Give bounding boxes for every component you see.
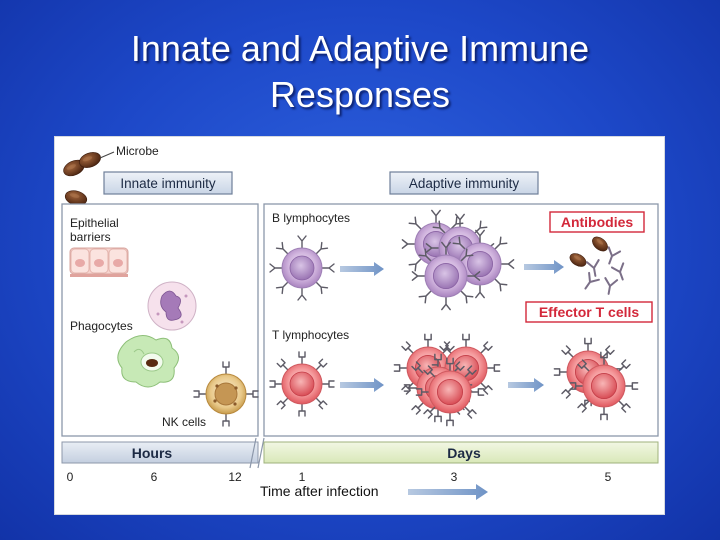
hours-bar [61,441,259,464]
phagocytes-label: Phagocytes [70,319,133,333]
antibodies-label: Antibodies [561,214,634,230]
slide-title-line-1: Innate and Adaptive Immune [130,28,590,69]
epithelial-label-line-2: barriers [70,230,111,244]
tick-days-5: 5 [605,470,612,484]
days-label: Days [447,445,481,461]
slide-title: Innate and Adaptive Immune Responses [0,26,720,118]
epithelial-cells-icon [69,247,129,277]
t-lymphocytes-label: T lymphocytes [272,328,349,342]
hours-label: Hours [132,445,173,461]
b-cell-arrow-2 [524,260,564,274]
days-bar [263,441,659,464]
b-cell-arrow-1 [340,262,384,276]
tick-days-1: 1 [299,470,306,484]
t-cell-arrow-2 [508,378,544,392]
figure-svg: Microbe Innate immunity Epithelial barri… [54,136,665,515]
tick-hours-6: 6 [151,470,158,484]
effector-t-cells-callout [525,301,653,323]
innate-immunity-header [103,171,233,195]
neutrophil-icon [147,281,197,331]
nk-cell-icon [193,361,259,427]
innate-immunity-label: Innate immunity [120,176,216,191]
macrophage-icon [117,335,179,388]
time-arrow [408,484,488,500]
antibodies-callout [549,211,645,233]
tick-days-3: 3 [451,470,458,484]
b-lymphocytes-label: B lymphocytes [272,211,350,225]
effector-t-cells-label: Effector T cells [539,304,640,320]
tick-hours-0: 0 [67,470,74,484]
time-after-infection-label: Time after infection [260,483,379,499]
immune-response-figure: Microbe Innate immunity Epithelial barri… [54,136,665,515]
t-cell-arrow-1 [340,378,384,392]
nk-cells-label: NK cells [162,415,206,429]
adaptive-immunity-label: Adaptive immunity [409,176,520,191]
microbe-label: Microbe [116,144,159,158]
epithelial-label-line-1: Epithelial [70,216,119,230]
tick-hours-12: 12 [228,470,242,484]
adaptive-immunity-header [389,171,539,195]
axis-break [249,437,265,469]
microbe-leader-line [99,151,115,159]
slide-title-line-2: Responses [269,74,451,115]
